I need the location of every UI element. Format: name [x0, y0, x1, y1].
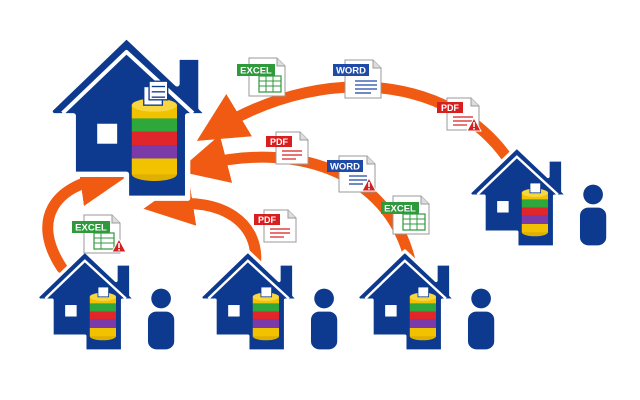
pdf-label: PDF	[258, 215, 277, 225]
pdf-document-icon: PDF	[254, 209, 297, 243]
sync-arrow-branch1-to-hub	[42, 156, 130, 274]
user-icon	[467, 288, 495, 350]
warning-icon	[111, 237, 127, 253]
branch-house-3	[355, 249, 495, 353]
warning-icon	[361, 176, 377, 192]
warning-icon	[466, 116, 482, 132]
excel-label: EXCEL	[384, 204, 416, 215]
sync-arrow-branch3-to-hub	[178, 134, 418, 276]
branch-house-icon	[355, 249, 458, 353]
excel-document-icon: EXCEL	[72, 214, 127, 254]
sync-arrow-right-to-hub	[196, 81, 528, 189]
user-icon	[147, 288, 175, 350]
branch-house-icon	[467, 145, 570, 249]
branch-house-2	[198, 249, 338, 353]
excel-label: EXCEL	[75, 223, 107, 234]
user-icon	[310, 288, 338, 350]
sync-arrows	[42, 81, 528, 276]
excel-document-icon: EXCEL	[381, 195, 430, 235]
pdf-document-icon: PDF	[437, 97, 482, 132]
excel-document-icon: EXCEL	[237, 57, 286, 97]
branch-house-icon	[35, 249, 138, 353]
branch-house-1	[35, 249, 175, 353]
pdf-label: PDF	[270, 137, 289, 147]
branch-house-4	[467, 145, 607, 249]
sync-arrow-branch2-to-hub	[143, 176, 262, 274]
branch-house-icon	[198, 249, 301, 353]
word-document-icon: WORD	[333, 59, 382, 99]
word-label: WORD	[330, 162, 360, 173]
excel-label: EXCEL	[240, 66, 272, 77]
pdf-document-icon: PDF	[266, 131, 309, 165]
user-icon	[579, 184, 607, 246]
word-label: WORD	[336, 66, 366, 77]
central-server-house-icon	[46, 33, 212, 201]
pdf-label: PDF	[441, 103, 460, 113]
word-document-icon: WORD	[327, 155, 377, 193]
